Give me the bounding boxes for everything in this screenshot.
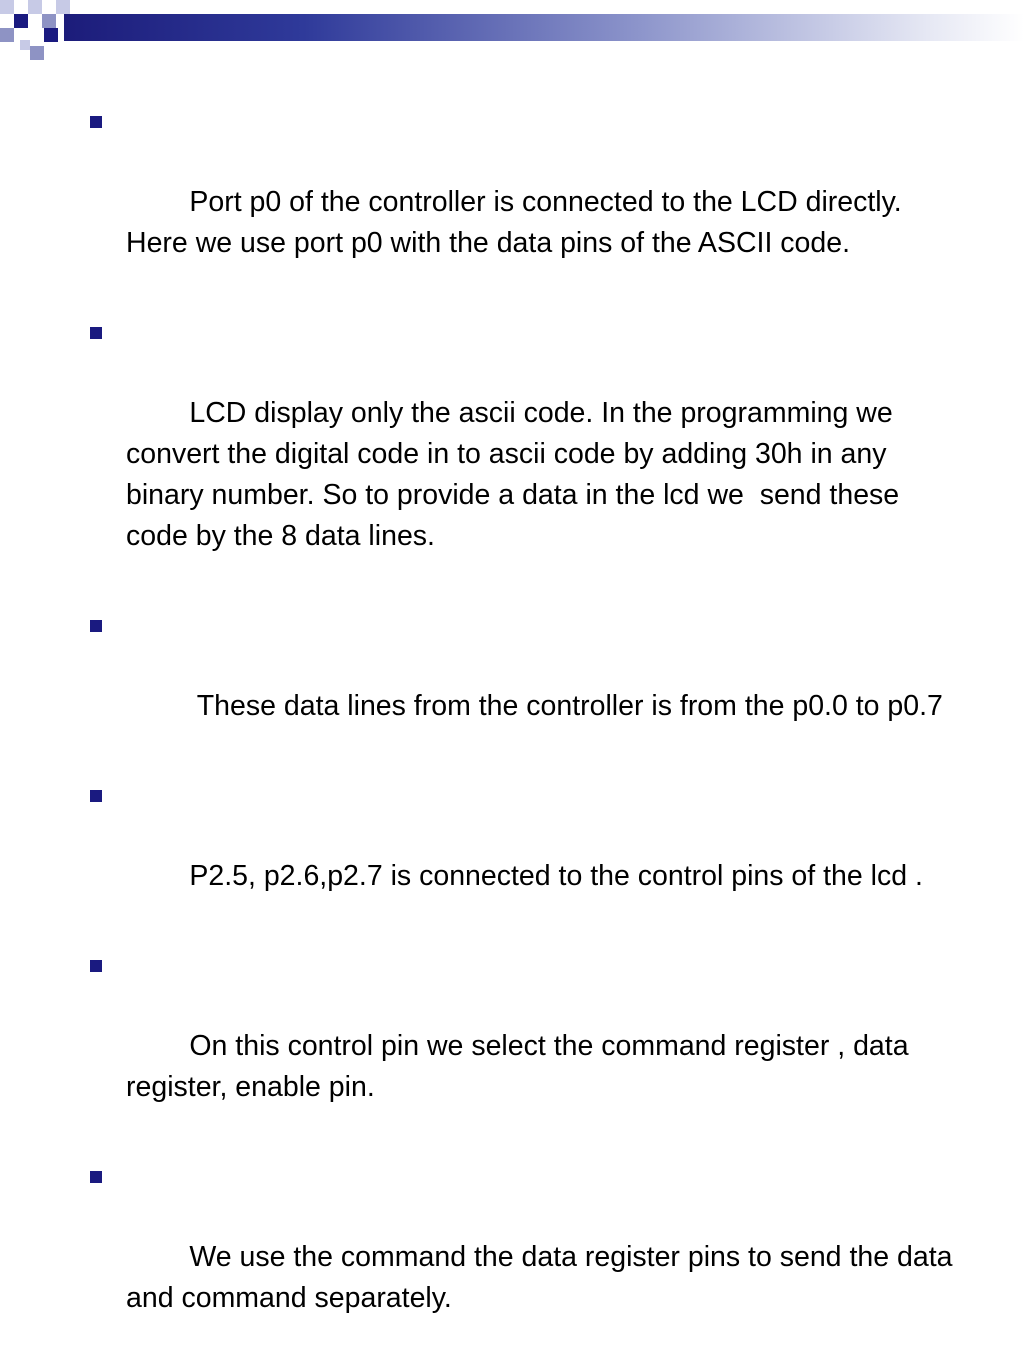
square-bullet-icon: [90, 116, 102, 128]
bullet-text: These data lines from the controller is …: [189, 690, 943, 722]
header-square: [44, 28, 58, 42]
square-bullet-icon: [90, 620, 102, 632]
list-item: On this control pin we select the comman…: [88, 944, 968, 1149]
header-square: [42, 14, 56, 28]
slide-content: Port p0 of the controller is connected t…: [88, 100, 968, 1366]
bullet-text: Port p0 of the controller is connected t…: [126, 186, 910, 259]
list-item: Port p0 of the controller is connected t…: [88, 100, 968, 305]
header-square: [28, 0, 42, 14]
header-square: [0, 0, 14, 14]
bullet-text: LCD display only the ascii code. In the …: [126, 397, 908, 552]
header-square: [14, 14, 28, 28]
list-item: We use the command the data register pin…: [88, 1155, 968, 1360]
list-item: LCD display only the ascii code. In the …: [88, 311, 968, 598]
header-square: [20, 40, 30, 50]
header-square: [0, 28, 14, 42]
header-square: [56, 0, 70, 14]
header-square: [30, 46, 44, 60]
bullet-text: We use the command the data register pin…: [126, 1241, 961, 1314]
header-gradient-bar: [64, 14, 1024, 41]
square-bullet-icon: [90, 1171, 102, 1183]
square-bullet-icon: [90, 790, 102, 802]
bullet-text: P2.5, p2.6,p2.7 is connected to the cont…: [189, 860, 923, 892]
list-item: These data lines from the controller is …: [88, 604, 968, 768]
square-bullet-icon: [90, 960, 102, 972]
slide: Port p0 of the controller is connected t…: [0, 0, 1024, 1314]
list-item: P2.5, p2.6,p2.7 is connected to the cont…: [88, 774, 968, 938]
bullet-text: On this control pin we select the comman…: [126, 1030, 917, 1103]
square-bullet-icon: [90, 327, 102, 339]
bullet-list: Port p0 of the controller is connected t…: [88, 100, 968, 1360]
